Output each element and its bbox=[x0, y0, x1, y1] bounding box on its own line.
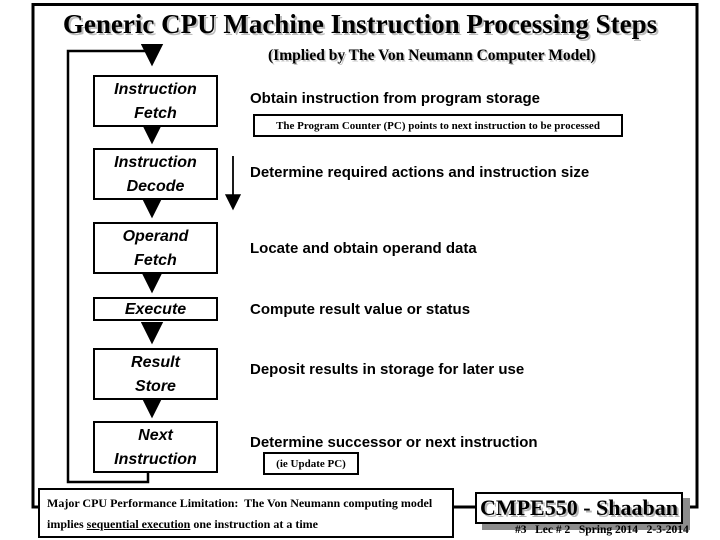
step-box-result-store: Result Store bbox=[93, 348, 218, 400]
step-label: Store bbox=[135, 377, 176, 395]
update-pc-note-text: (ie Update PC) bbox=[276, 457, 346, 470]
step-box-instruction-decode: Instruction Decode bbox=[93, 148, 218, 200]
step-label: Instruction bbox=[114, 450, 197, 468]
course-badge: CMPE550 - Shaaban bbox=[475, 492, 683, 524]
page-subtitle: (Implied by The Von Neumann Computer Mod… bbox=[268, 47, 596, 64]
step-label: Result bbox=[131, 353, 180, 371]
step-label: Decode bbox=[126, 177, 185, 195]
step-label: Execute bbox=[124, 300, 187, 318]
pc-note-text: The Program Counter (PC) points to next … bbox=[276, 119, 600, 132]
desc-result: Deposit results in storage for later use bbox=[250, 361, 525, 378]
limitation-line1: Major CPU Performance Limitation: The Vo… bbox=[47, 496, 433, 510]
desc-execute: Compute result value or status bbox=[250, 301, 471, 318]
step-box-operand-fetch: Operand Fetch bbox=[93, 222, 218, 274]
step-label: Next bbox=[138, 426, 173, 444]
page-title: Generic CPU Machine Instruction Processi… bbox=[62, 9, 658, 39]
loop-line bbox=[66, 43, 164, 484]
desc-decode: Determine required actions and instructi… bbox=[250, 164, 590, 181]
step-label: Fetch bbox=[134, 104, 177, 122]
desc-fetch: Obtain instruction from program storage bbox=[250, 90, 541, 107]
limitation-line2: implies sequential execution one instruc… bbox=[47, 517, 318, 531]
step-label: Fetch bbox=[134, 251, 177, 269]
step-box-next-instruction: Next Instruction bbox=[93, 421, 218, 473]
slide-info: #3 Lec # 2 Spring 2014 2-3-2014 bbox=[515, 524, 689, 536]
limitation-box: Major CPU Performance Limitation: The Vo… bbox=[38, 488, 454, 538]
desc-operand: Locate and obtain operand data bbox=[250, 240, 477, 257]
slide-border bbox=[31, 3, 699, 509]
step-label: Instruction bbox=[114, 80, 197, 98]
pc-note-box: The Program Counter (PC) points to next … bbox=[253, 114, 623, 137]
step-label: Operand bbox=[122, 227, 189, 245]
update-pc-note-box: (ie Update PC) bbox=[263, 452, 359, 475]
desc-next: Determine successor or next instruction bbox=[250, 434, 538, 451]
step-label: Instruction bbox=[114, 153, 197, 171]
step-box-instruction-fetch: Instruction Fetch bbox=[93, 75, 218, 127]
step-box-execute: Execute bbox=[93, 297, 218, 321]
